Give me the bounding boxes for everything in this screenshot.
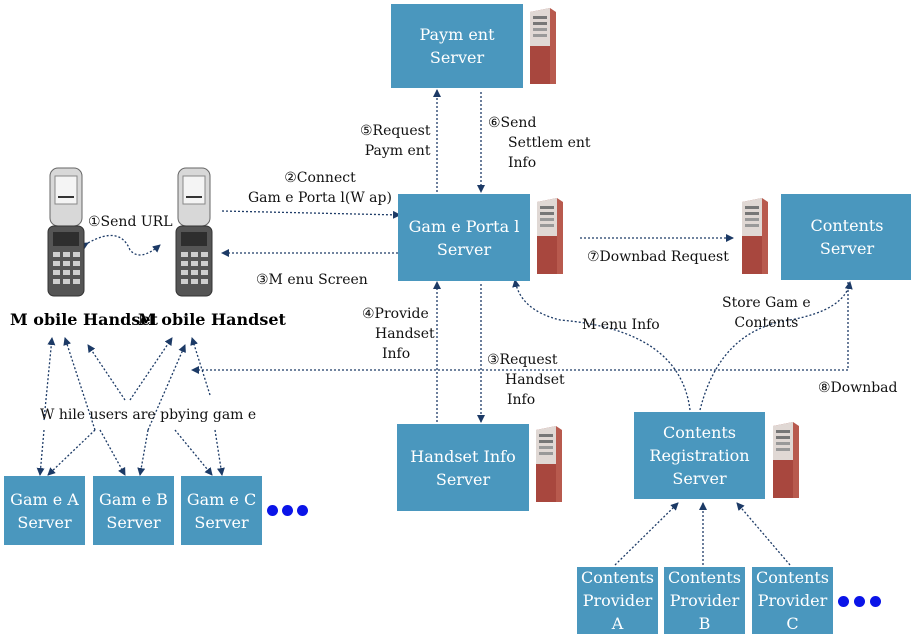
- provider-b-line1: Contents: [667, 568, 742, 587]
- game-a-server-line2: Server: [17, 512, 72, 532]
- payment-server-line1: Paym ent: [419, 25, 495, 44]
- request-payment-label: ⑤Request Paym ent: [360, 121, 430, 161]
- send-settlement-line2: Settlem ent: [508, 135, 591, 151]
- send-settlement-line3: Info: [508, 155, 537, 171]
- server-tower-icon: [537, 198, 563, 274]
- contents-server-line2: Server: [819, 239, 875, 258]
- server-tower-icon: [530, 8, 556, 84]
- game-b-server-line2: Server: [106, 512, 161, 532]
- request-handset-line2: Handset: [505, 372, 565, 388]
- send-url-label: ①Send URL: [88, 214, 173, 230]
- ellipsis-dot: [282, 505, 293, 516]
- handset-info-server-line2: Server: [435, 469, 491, 489]
- server-tower-icon: [536, 426, 562, 502]
- payment-server-line2: Server: [429, 48, 485, 67]
- game-b-server-line1: Gam e B: [99, 489, 168, 509]
- ellipsis-dot: [838, 596, 849, 607]
- ellipsis-dot: [297, 505, 308, 516]
- contents-server-box: Contents Server: [781, 194, 911, 280]
- menu-info-label: M enu Info: [582, 317, 660, 333]
- game-portal-server-box: Gam e Porta l Server: [398, 194, 530, 281]
- provider-a-line2: Provider A: [582, 591, 653, 633]
- provider-a-line1: Contents: [580, 568, 655, 587]
- request-handset-line3: Info: [507, 392, 536, 408]
- store-game-line2: Contents: [734, 315, 799, 331]
- handset-info-server-line1: Handset Info: [410, 446, 516, 466]
- provide-handset-line2: Handset: [375, 326, 435, 342]
- mobile-handset-icon: [175, 167, 213, 297]
- ellipsis-dot: [854, 596, 865, 607]
- while-playing-label: W hile users are pbying gam e: [40, 407, 257, 423]
- connect-label: ②Connect Gam e Porta l(W ap): [248, 168, 392, 208]
- ellipsis-dot: [267, 505, 278, 516]
- request-payment-line1: ⑤Request: [360, 123, 431, 139]
- contents-provider-c-box: Contents Provider C: [752, 567, 833, 634]
- contents-provider-b-box: Contents Provider B: [664, 567, 745, 634]
- request-payment-line2: Paym ent: [364, 143, 431, 159]
- game-portal-server-line1: Gam e Porta l: [408, 216, 520, 236]
- provider-c-line2: Provider C: [757, 591, 828, 633]
- send-settlement-label: ⑥Send Settlem ent Info: [488, 113, 591, 173]
- registration-server-line2: Registration: [649, 446, 750, 465]
- contents-registration-server-box: Contents Registration Server: [634, 412, 765, 499]
- ellipsis-dot: [870, 596, 881, 607]
- server-tower-icon: [742, 198, 768, 274]
- store-game-contents-label: Store Gam e Contents: [722, 293, 811, 333]
- provider-b-line2: Provider B: [669, 591, 740, 633]
- mobile-handset-icon: [47, 167, 85, 297]
- menu-screen-label: ③M enu Screen: [256, 272, 368, 288]
- store-game-line1: Store Gam e: [722, 295, 811, 311]
- contents-server-line1: Contents: [810, 216, 884, 235]
- request-handset-info-label: ③Request Handset Info: [487, 350, 565, 410]
- provide-handset-line1: ④Provide: [362, 306, 429, 322]
- connect-label-line2: Gam e Porta l(W ap): [248, 190, 392, 206]
- registration-server-line3: Server: [672, 469, 727, 488]
- mobile-handset-1-label: M obile Handset: [10, 310, 158, 329]
- mobile-handset-2-label: M obile Handset: [138, 310, 286, 329]
- send-settlement-line1: ⑥Send: [488, 115, 537, 131]
- game-a-server-box: Gam e A Server: [4, 476, 85, 545]
- download-label: ⑧Downbad: [818, 380, 898, 396]
- payment-server-box: Paym ent Server: [391, 4, 523, 88]
- contents-provider-a-box: Contents Provider A: [577, 567, 658, 634]
- request-handset-line1: ③Request: [487, 352, 558, 368]
- game-b-server-box: Gam e B Server: [93, 476, 174, 545]
- provider-c-line1: Contents: [755, 568, 830, 587]
- connect-label-line1: ②Connect: [284, 170, 356, 186]
- provide-handset-info-label: ④Provide Handset Info: [362, 304, 435, 364]
- download-request-label: ⑦Downbad Request: [587, 249, 729, 265]
- game-c-server-box: Gam e C Server: [181, 476, 262, 545]
- game-c-server-line2: Server: [194, 512, 249, 532]
- handset-info-server-box: Handset Info Server: [397, 424, 529, 511]
- game-a-server-line1: Gam e A: [10, 489, 79, 509]
- server-tower-icon: [773, 422, 799, 498]
- game-c-server-line1: Gam e C: [186, 489, 257, 509]
- registration-server-line1: Contents: [662, 423, 737, 442]
- provide-handset-line3: Info: [382, 346, 411, 362]
- game-portal-server-line2: Server: [436, 239, 492, 259]
